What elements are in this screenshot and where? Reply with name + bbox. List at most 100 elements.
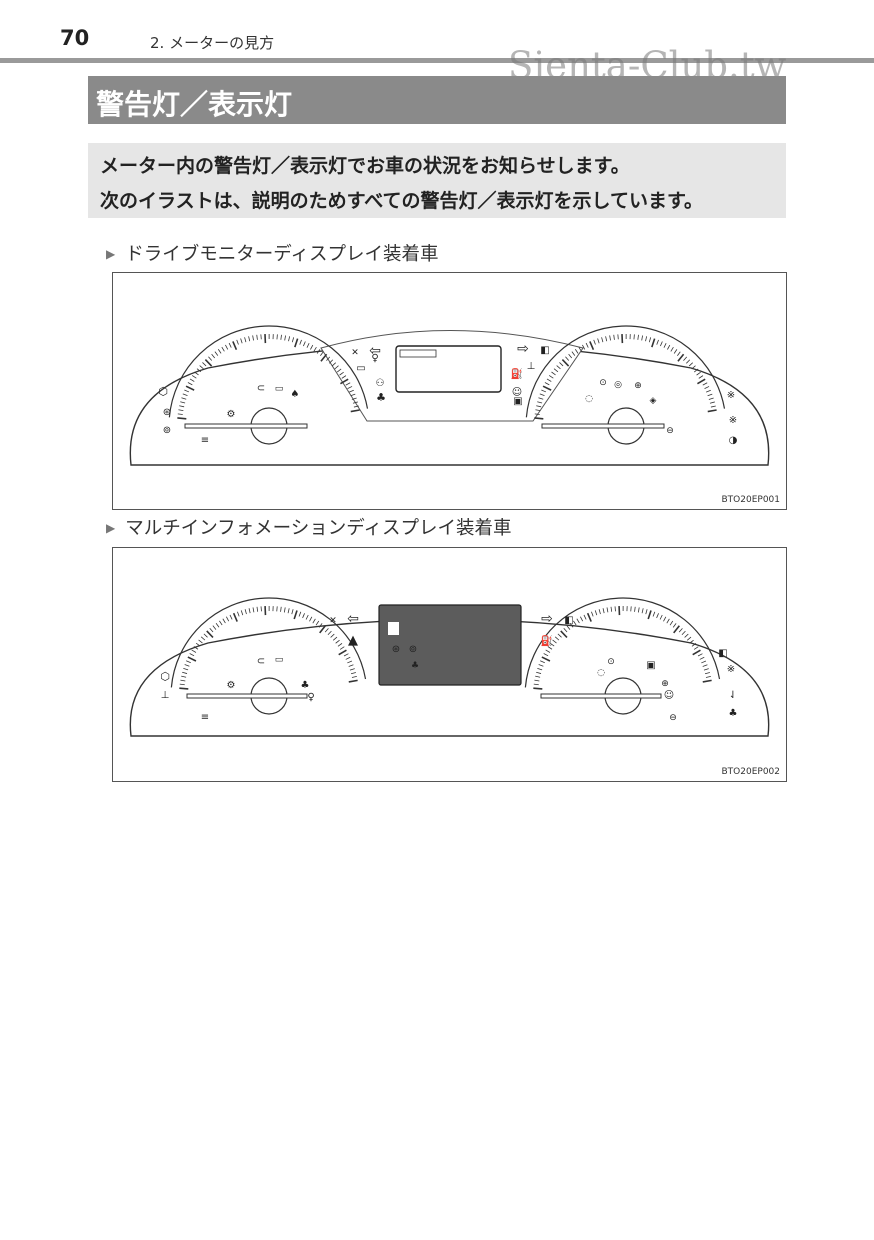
speedometer-tick	[534, 417, 544, 420]
speedometer-tick	[585, 342, 589, 348]
turn-left-icon: ⇦	[369, 343, 381, 359]
tachometer-tick	[294, 338, 299, 348]
tachometer-tick	[351, 397, 357, 400]
speedometer-tick	[563, 627, 568, 633]
speedometer-tick	[688, 362, 693, 367]
tachometer-tick	[347, 660, 353, 664]
triangle-bullet-icon: ▶	[106, 247, 116, 261]
tachometer-tick	[244, 609, 247, 615]
auto-light-icon: ◧	[718, 648, 727, 659]
tachometer-tick	[240, 338, 243, 344]
tachometer-tick	[177, 413, 183, 415]
tachometer-tick	[248, 608, 251, 614]
security-icon: ♠	[291, 389, 300, 400]
speedometer-tick	[589, 341, 595, 350]
tachometer-tick	[196, 368, 202, 373]
speedometer-tick	[637, 607, 640, 613]
section-title: 警告灯／表示灯	[96, 88, 293, 121]
abs-ind-icon: ◌	[597, 668, 605, 678]
speedometer-tick	[703, 668, 709, 671]
tachometer-tick	[219, 620, 223, 626]
tachometer-tick	[177, 417, 187, 420]
fuel-icon: ⛽	[511, 367, 523, 380]
rear-fog-icon: ※	[729, 415, 737, 426]
tachometer-tick	[303, 341, 306, 347]
speedometer-tick	[667, 344, 671, 350]
tachometer-tick	[185, 385, 195, 391]
speedometer-tick	[569, 622, 574, 628]
tachometer-tick	[313, 346, 317, 352]
steering-icon: ⬡	[158, 385, 168, 398]
speedometer-tick	[663, 343, 667, 348]
tachometer-tick	[256, 334, 258, 340]
tachometer-tick	[350, 393, 356, 397]
tachometer-tick	[215, 622, 220, 628]
tachometer-tick	[320, 353, 328, 362]
brake-icon: ▣	[646, 660, 655, 671]
speedometer-tick	[580, 616, 584, 622]
headlight-icon: ◧	[564, 615, 573, 626]
speedometer-tick	[561, 358, 570, 367]
intro-box: メーター内の警告灯／表示灯でお車の状況をお知らせします。 次のイラストは、説明の…	[88, 143, 786, 218]
tachometer-tick	[225, 344, 229, 350]
tachometer-tick	[283, 607, 286, 613]
speedometer-tick	[702, 664, 708, 667]
slip-icon: ♣	[376, 391, 386, 404]
tachometer-tick	[347, 386, 353, 389]
tachometer-tick	[221, 346, 225, 352]
tachometer-tick	[195, 642, 201, 647]
tachometer-tick	[312, 618, 316, 624]
speedometer-tick	[533, 687, 543, 690]
speedometer-tick	[583, 614, 587, 620]
speedometer-tick	[702, 382, 708, 386]
tachometer-tick	[326, 356, 331, 361]
tachometer-tick	[319, 625, 326, 634]
speedometer-tick	[534, 413, 540, 415]
turn-right-icon: ⇨	[541, 611, 553, 627]
speedometer-tick	[677, 351, 681, 357]
headlight-icon: ◧	[540, 345, 549, 356]
section-title-bar: 警告灯／表示灯	[88, 76, 786, 124]
speedometer-tick	[565, 356, 570, 361]
tachometer-tick	[302, 613, 305, 619]
speedometer-tick	[557, 633, 562, 638]
intro-line-1: メーター内の警告灯／表示灯でお車の状況をお知らせします。	[100, 155, 630, 177]
door-icon: ⊂	[257, 656, 265, 667]
tachometer-tick	[349, 668, 355, 671]
charge-icon: ▭	[275, 384, 284, 394]
speedometer-tick	[686, 359, 691, 364]
tachometer-tick	[206, 630, 214, 639]
tachometer-tick	[309, 616, 313, 622]
seatbelt-icon: ♀	[307, 692, 314, 703]
speedometer-tick	[543, 653, 549, 657]
tachometer-needle	[186, 693, 308, 699]
speedometer-tick	[539, 393, 545, 396]
door-icon: ⊂	[257, 383, 265, 394]
speedometer-tick	[704, 672, 710, 675]
tachometer-tick	[187, 656, 197, 662]
page-number: 70	[60, 26, 90, 50]
tachometer-tick	[232, 612, 238, 622]
speedometer-tick	[613, 334, 615, 340]
tachometer-tick	[298, 611, 302, 617]
figure-1-drive-monitor-cluster: ✕⇦▭♀⚇♣⇨◧⛽⊥☺▣⬡⊛⊚≡⚙⊂▭♠⊙◎⊕◈⊖※※◑◌ BTO20EP001	[112, 272, 787, 510]
lcd-display	[395, 345, 502, 393]
tachometer-bezel	[170, 597, 367, 688]
mid-vsc-icon: ⊛	[392, 644, 400, 655]
tachometer-tick	[343, 653, 349, 657]
engine-icon: ⚙	[227, 409, 236, 420]
speedometer-tick	[705, 676, 711, 678]
speedometer-tick	[593, 339, 596, 345]
speedometer-tick	[692, 649, 701, 656]
gear-indicator-box	[388, 622, 399, 635]
speedometer-tick	[560, 630, 568, 639]
tachometer-tick	[248, 336, 251, 342]
speedometer-tick	[535, 409, 541, 412]
speedometer-tick	[705, 389, 711, 393]
speedometer-tick	[591, 611, 594, 617]
speedometer-tick	[533, 683, 539, 686]
speedometer-tick	[548, 375, 554, 379]
cluster-illustration-1: ✕⇦▭♀⚇♣⇨◧⛽⊥☺▣⬡⊛⊚≡⚙⊂▭♠⊙◎⊕◈⊖※※◑◌	[129, 325, 770, 466]
speedometer-tick	[609, 335, 611, 341]
tachometer-tick	[208, 356, 213, 361]
